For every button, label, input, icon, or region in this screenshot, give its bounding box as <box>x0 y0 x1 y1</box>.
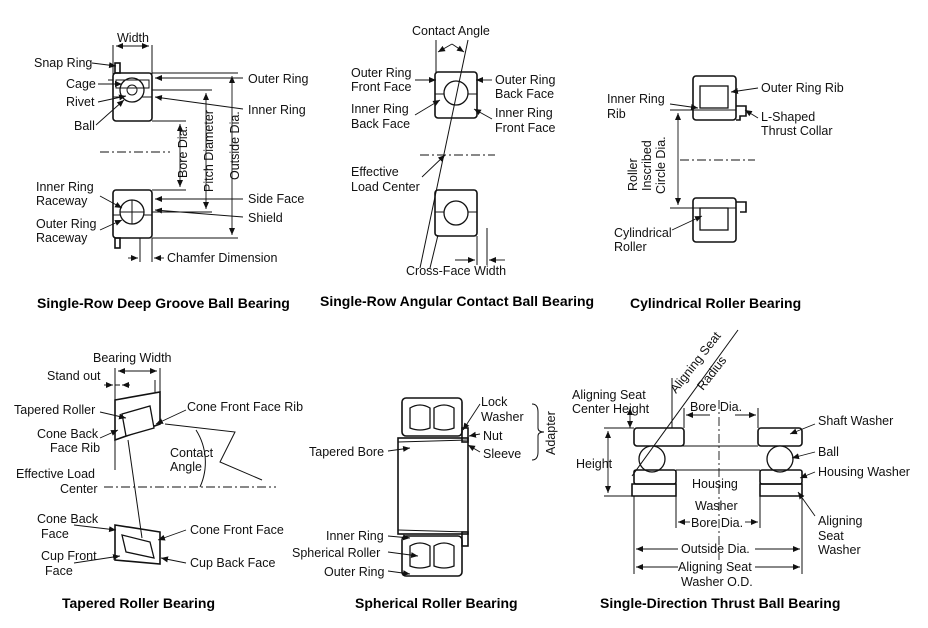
roller-inscribed-label-2: Inscribed <box>640 140 654 191</box>
outer-ring-back-face-label-2: Back Face <box>495 87 554 101</box>
ball-label: Ball <box>818 445 839 459</box>
angular-contact-ball-bearing: Contact Angle Outer Ring Front Face Oute… <box>320 24 594 309</box>
aligning-seat-center-height-label-2: Center Height <box>572 402 650 416</box>
pitch-diameter-label: Pitch Diameter <box>202 110 216 192</box>
outer-ring-label: Outer Ring <box>324 565 384 579</box>
outer-ring-back-face-label-1: Outer Ring <box>495 73 555 87</box>
bore-dia-label: Bore Dia. <box>690 400 742 414</box>
aligning-seat-washer-label-2: Seat <box>818 529 844 543</box>
thrust-ball-drawing <box>604 329 816 574</box>
cylindrical-roller-bearing: Outer Ring Rib Inner Ring Rib L-Shaped T… <box>607 75 844 311</box>
inner-ring-label: Inner Ring <box>326 529 384 543</box>
inner-ring-front-face-label-1: Inner Ring <box>495 106 553 120</box>
outer-ring-raceway-label-1: Outer Ring <box>36 217 96 231</box>
outer-ring-front-face-label-1: Outer Ring <box>351 66 411 80</box>
deep-groove-ball-bearing: Width Snap Ring Cage Rivet Ball Outer Ri… <box>34 31 308 311</box>
angular-contact-caption: Single-Row Angular Contact Ball Bearing <box>320 293 594 309</box>
thrust-ball-caption: Single-Direction Thrust Ball Bearing <box>600 595 840 611</box>
cone-back-face-label-1: Cone Back <box>37 512 99 526</box>
tapered-roller-caption: Tapered Roller Bearing <box>62 595 215 611</box>
contact-angle-label: Contact Angle <box>412 24 490 38</box>
aligning-seat-washer-label-1: Aligning <box>818 514 863 528</box>
side-face-label: Side Face <box>248 192 304 206</box>
ball-label: Ball <box>74 119 95 133</box>
cross-face-width-label: Cross-Face Width <box>406 264 506 278</box>
outer-ring-raceway-label-2: Raceway <box>36 231 88 245</box>
cone-front-face-rib-label: Cone Front Face Rib <box>187 400 303 414</box>
deep-groove-caption: Single-Row Deep Groove Ball Bearing <box>37 295 290 311</box>
effective-load-center-label-2: Load Center <box>351 180 420 194</box>
cylindrical-roller-label-1: Cylindrical <box>614 226 672 240</box>
cylindrical-roller-drawing <box>669 75 759 243</box>
tapered-roller-bearing: Bearing Width Stand out Tapered Roller C… <box>14 351 303 611</box>
effective-load-center-label-1: Effective <box>351 165 399 179</box>
l-shaped-thrust-collar-label-2: Thrust Collar <box>761 124 833 138</box>
sleeve-label: Sleeve <box>483 447 521 461</box>
housing-washer-label: Housing Washer <box>818 465 910 479</box>
tapered-roller-drawing <box>73 368 276 565</box>
cup-front-face-label-1: Cup Front <box>41 549 97 563</box>
snap-ring-label: Snap Ring <box>34 56 92 70</box>
lock-washer-label-2: Washer <box>481 410 524 424</box>
cone-back-face-rib-label-1: Cone Back <box>37 427 99 441</box>
effective-load-center-label-2: Center <box>60 482 98 496</box>
rivet-label: Rivet <box>66 95 95 109</box>
height-label: Height <box>576 457 613 471</box>
thrust-ball-bearing: Aligning Seat Radius Aligning Seat Cente… <box>572 329 910 611</box>
roller-inscribed-label-3: Circle Dia. <box>654 136 668 194</box>
spherical-roller-label: Spherical Roller <box>292 546 380 560</box>
aligning-seat-washer-od-label-1: Aligning Seat <box>678 560 752 574</box>
deep-groove-drawing <box>91 43 244 262</box>
contact-angle-label: Contact <box>170 446 214 460</box>
outer-ring-rib-label: Outer Ring Rib <box>761 81 844 95</box>
effective-load-center-label-1: Effective Load <box>16 467 95 481</box>
outer-ring-label: Outer Ring <box>248 72 308 86</box>
cage-label: Cage <box>66 77 96 91</box>
shield-label: Shield <box>248 211 283 225</box>
inner-ring-rib-label-1: Inner Ring <box>607 92 665 106</box>
cone-back-face-rib-label-2: Face Rib <box>50 441 100 455</box>
bearing-width-label: Bearing Width <box>93 351 172 365</box>
spherical-roller-bearing: Lock Washer Nut Sleeve Adapter Tapered B… <box>292 395 558 611</box>
cone-back-face-label-2: Face <box>41 527 69 541</box>
inner-ring-label: Inner Ring <box>248 103 306 117</box>
width-label: Width <box>117 31 149 45</box>
cup-front-face-label-2: Face <box>45 564 73 578</box>
housing-washer-bore-label-1: Housing <box>692 477 738 491</box>
spherical-roller-caption: Spherical Roller Bearing <box>355 595 518 611</box>
inner-ring-rib-label-2: Rib <box>607 107 626 121</box>
stand-out-label: Stand out <box>47 369 101 383</box>
housing-washer-bore-label-3: Bore Dia. <box>691 516 743 530</box>
cup-back-face-label: Cup Back Face <box>190 556 276 570</box>
inner-ring-back-face-label-2: Back Face <box>351 117 410 131</box>
inner-ring-raceway-label-1: Inner Ring <box>36 180 94 194</box>
nut-label: Nut <box>483 429 503 443</box>
housing-washer-bore-label-2: Washer <box>695 499 738 513</box>
aligning-seat-center-height-label-1: Aligning Seat <box>572 388 646 402</box>
adapter-label: Adapter <box>544 411 558 455</box>
cone-front-face-label: Cone Front Face <box>190 523 284 537</box>
outside-dia-label: Outside Dia. <box>681 542 750 556</box>
spherical-roller-drawing <box>387 397 545 577</box>
outer-ring-front-face-label-2: Front Face <box>351 80 411 94</box>
inner-ring-back-face-label-1: Inner Ring <box>351 102 409 116</box>
l-shaped-thrust-collar-label-1: L-Shaped <box>761 110 815 124</box>
contact-angle-label-2: Angle <box>170 460 202 474</box>
tapered-bore-label: Tapered Bore <box>309 445 384 459</box>
aligning-seat-washer-label-3: Washer <box>818 543 861 557</box>
angular-contact-drawing <box>414 39 505 269</box>
aligning-seat-washer-od-label-2: Washer O.D. <box>681 575 753 589</box>
cylindrical-roller-label-2: Roller <box>614 240 647 254</box>
inner-ring-raceway-label-2: Raceway <box>36 194 88 208</box>
tapered-roller-label: Tapered Roller <box>14 403 95 417</box>
roller-inscribed-label-1: Roller <box>626 158 640 191</box>
chamfer-dimension-label: Chamfer Dimension <box>167 251 278 265</box>
outside-dia-label: Outside Dia. <box>228 111 242 180</box>
bore-dia-label: Bore Dia. <box>176 126 190 178</box>
lock-washer-label-1: Lock <box>481 395 508 409</box>
cylindrical-roller-caption: Cylindrical Roller Bearing <box>630 295 801 311</box>
inner-ring-front-face-label-2: Front Face <box>495 121 555 135</box>
shaft-washer-label: Shaft Washer <box>818 414 893 428</box>
